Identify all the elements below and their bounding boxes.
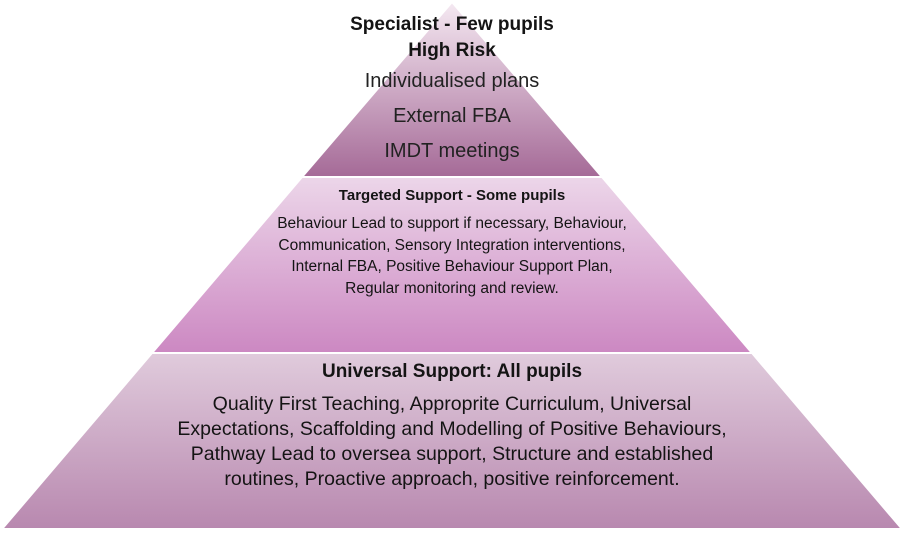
tier-specialist-title-line2: High Risk	[408, 40, 496, 61]
tier-universal-title: Universal Support: All pupils	[321, 361, 583, 382]
tier-targeted-title: Targeted Support - Some pupils	[338, 187, 566, 204]
tier-universal-body: Quality First Teaching, Appropritе Curri…	[177, 393, 727, 490]
tier-specialist-item: IMDT meetings	[384, 140, 520, 162]
tier-universal: Universal Support: All pupils Quality Fi…	[160, 358, 744, 492]
tier-top-shape	[299, 0, 605, 178]
tier-specialist-title-line1: Specialist - Few pupils	[350, 14, 554, 35]
tier-targeted-body: Behaviour Lead to support if necessary, …	[277, 215, 627, 297]
tier-specialist-item: External FBA	[393, 105, 511, 127]
tier-specialist-item: Individualised plans	[364, 70, 540, 92]
tier-targeted: Targeted Support - Some pupils Behaviour…	[255, 183, 649, 299]
tier-specialist: Specialist - Few pupils High Risk Indivi…	[300, 12, 604, 169]
